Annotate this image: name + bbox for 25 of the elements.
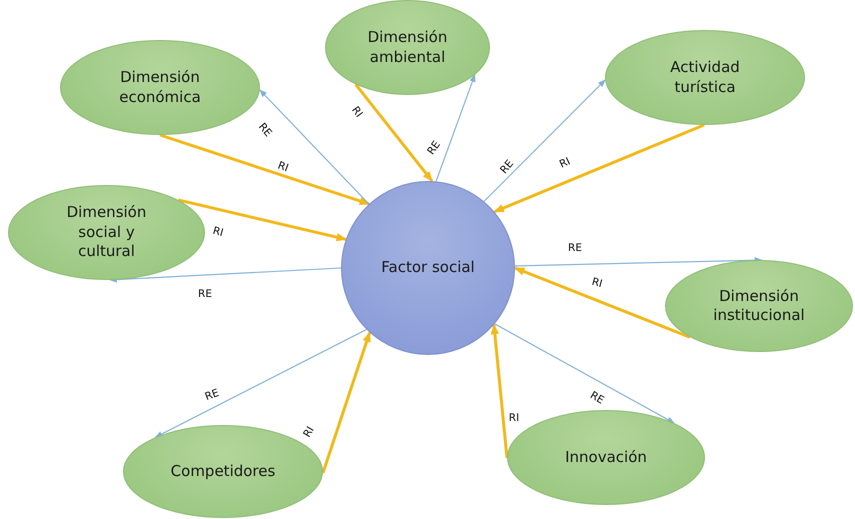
node-label: Factor social xyxy=(381,258,475,278)
node-label: Dimensión institucional xyxy=(712,286,806,326)
node-label: Competidores xyxy=(170,462,276,482)
node-label: Dimensión ambiental xyxy=(366,28,448,67)
node-label: Dimensión económica xyxy=(118,68,202,107)
arrow xyxy=(490,324,508,458)
arrow xyxy=(514,266,691,339)
arrow xyxy=(514,257,762,266)
node-label: Dimensión social y cultural xyxy=(66,203,148,262)
node-label: Innovación xyxy=(565,448,647,468)
arrow xyxy=(109,267,342,283)
edge-label: RI xyxy=(508,412,520,424)
arrow xyxy=(354,84,434,182)
arrow xyxy=(322,332,372,474)
edge-label: RE xyxy=(197,288,213,300)
node-label: Actividad turística xyxy=(669,58,741,97)
arrow xyxy=(493,124,705,214)
arrow xyxy=(484,79,606,202)
arrow xyxy=(160,134,370,206)
arrow xyxy=(436,74,476,182)
arrow xyxy=(154,329,367,438)
arrow xyxy=(178,198,347,242)
arrow xyxy=(259,89,370,204)
arrow xyxy=(494,323,675,424)
edge-label: RE xyxy=(567,242,583,254)
